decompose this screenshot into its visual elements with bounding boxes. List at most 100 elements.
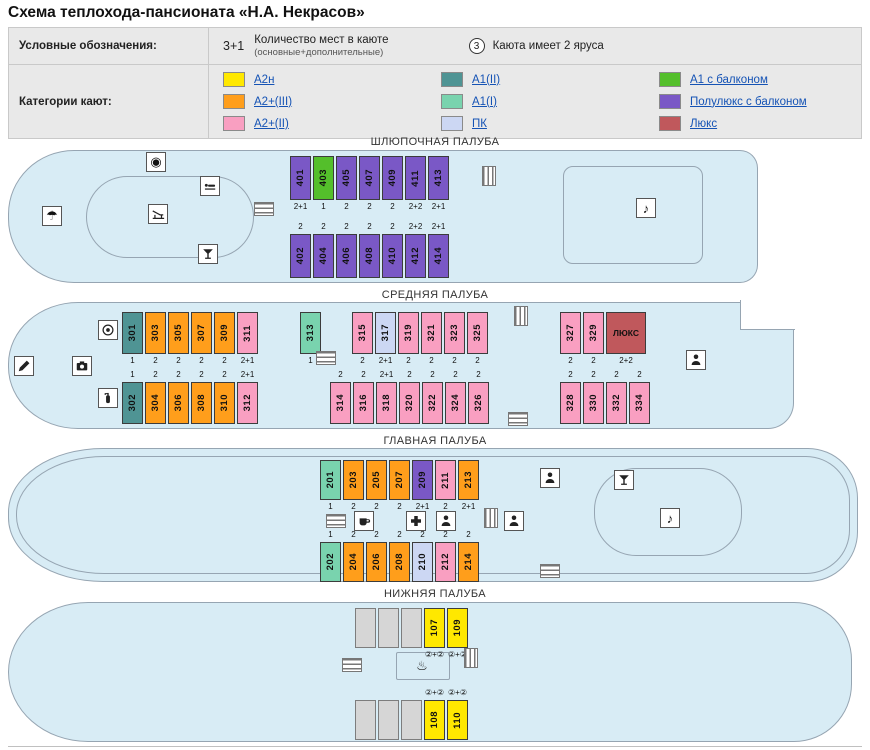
capacity-314: 2 <box>338 370 343 379</box>
capacity-307: 2 <box>199 356 204 365</box>
category-link-a1b[interactable]: А1 с балконом <box>690 73 768 86</box>
cabin-319: 319 <box>398 312 419 354</box>
cabin-number: 317 <box>380 324 391 342</box>
category-link-a2p3[interactable]: А2+(III) <box>254 95 293 108</box>
category-link-lux[interactable]: Люкс <box>690 117 718 130</box>
cabin-206: 206 <box>366 542 387 582</box>
stairs-icon <box>464 648 478 668</box>
cabin-number: 312 <box>242 394 253 412</box>
cabin-number: 403 <box>318 169 329 187</box>
legend-category-a2n: А2н <box>223 72 441 88</box>
service-cell <box>401 608 422 660</box>
cabin-cell-204: 2 204 <box>343 530 364 582</box>
capacity-204: 2 <box>351 530 356 539</box>
cabin-number: 405 <box>341 169 352 187</box>
cabin-number: 321 <box>426 324 437 342</box>
page-title: Схема теплохода-пансионата «Н.А. Некрасо… <box>8 4 365 21</box>
cabin-number: 402 <box>295 247 306 265</box>
cabin-number: 214 <box>463 553 474 571</box>
cabin-409: 409 <box>382 156 403 200</box>
service-cell <box>355 608 376 660</box>
cabin-number: 314 <box>335 394 346 412</box>
cabin-404: 404 <box>313 234 334 278</box>
service-cell <box>378 688 399 740</box>
capacity-411: 2+2 <box>408 202 423 211</box>
cabin-411: 411 <box>405 156 426 200</box>
cocktail-icon <box>198 244 218 264</box>
legend-symbols-content: 3+1 Количество мест в каюте (основные+до… <box>209 28 861 64</box>
hull-notch <box>740 300 795 330</box>
capacity-414: 2+1 <box>431 222 446 231</box>
legend-category-a1_2: А1(II) <box>441 72 659 88</box>
category-swatch-a2p2 <box>223 116 245 132</box>
capacity-326: 2 <box>476 370 481 379</box>
deck-title-3: ГЛАВНАЯ ПАЛУБА <box>383 435 487 447</box>
capacity-327: 2 <box>568 356 573 365</box>
cabin-number: 213 <box>463 471 474 489</box>
cabin-328: 328 <box>560 382 581 424</box>
category-link-a1_2[interactable]: А1(II) <box>472 73 501 86</box>
capacity-402: 2 <box>298 222 303 231</box>
category-link-a2p2[interactable]: А2+(II) <box>254 117 289 130</box>
capacity-332: 2 <box>614 370 619 379</box>
cabin-401: 401 <box>290 156 311 200</box>
category-link-pk[interactable]: ПК <box>472 117 487 130</box>
stairs-icon <box>484 508 498 528</box>
capacity-explanation: Количество мест в каюте (основные+дополн… <box>254 33 388 59</box>
cabin-number: 319 <box>403 324 414 342</box>
service-cell <box>355 688 376 740</box>
stairs-icon <box>482 166 496 186</box>
capacity-207: 2 <box>397 502 402 511</box>
capacity-212: 2 <box>443 530 448 539</box>
capacity-413: 2+1 <box>431 202 446 211</box>
cabin-number: 325 <box>472 324 483 342</box>
category-link-a2n[interactable]: А2н <box>254 73 275 86</box>
capacity-408: 2 <box>367 222 372 231</box>
bottom-divider <box>8 746 862 747</box>
cabin-212: 212 <box>435 542 456 582</box>
cabin-211: 211 <box>435 460 456 500</box>
legend-category-lux: Люкс <box>659 116 847 132</box>
capacity-subtext: (основные+дополнительные) <box>254 47 384 59</box>
stairs-icon <box>540 564 560 578</box>
cabin-number: 204 <box>348 553 359 571</box>
capacity-325: 2 <box>475 356 480 365</box>
cabin-305: 305 <box>168 312 189 354</box>
category-link-plb[interactable]: Полулюкс с балконом <box>690 95 807 108</box>
category-link-a1_1[interactable]: А1(I) <box>472 95 497 108</box>
cabin-number: 323 <box>449 324 460 342</box>
cabin-number: 209 <box>417 471 428 489</box>
cabin-304: 304 <box>145 382 166 424</box>
pencil-icon <box>14 356 34 376</box>
deck-structure <box>396 652 450 680</box>
legend-symbols-label: Условные обозначения: <box>9 28 209 65</box>
capacity-214: 2 <box>466 530 471 539</box>
service-cell <box>378 608 399 660</box>
cabin-number: 306 <box>173 394 184 412</box>
